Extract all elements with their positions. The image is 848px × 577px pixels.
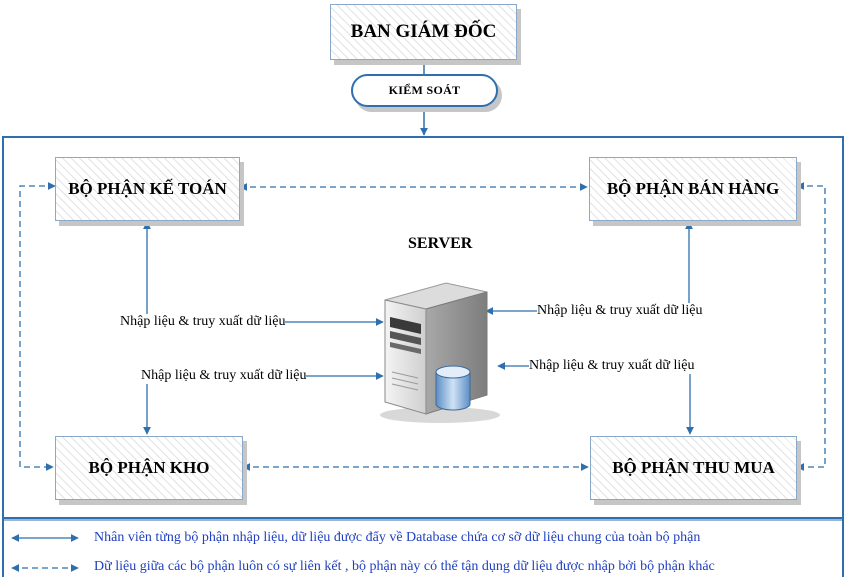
- board-of-directors-box: BAN GIÁM ĐỐC: [330, 4, 517, 60]
- dashed-link-sales-purchasing: [796, 182, 826, 471]
- control-pill: KIỂM SOÁT: [351, 74, 498, 107]
- dashed-link-accounting-warehouse: [19, 182, 56, 471]
- dept-purchasing-box: BỘ PHẬN THU MUA: [590, 436, 797, 500]
- dept-warehouse-box: BỘ PHẬN KHO: [55, 436, 243, 500]
- link-sales-server: [485, 221, 693, 315]
- server-icon: [380, 282, 500, 423]
- link-label-warehouse: Nhập liệu & truy xuất dữ liệu: [141, 368, 307, 384]
- legend-dashed-text: Dữ liệu giữa các bộ phận luôn có sự liên…: [94, 559, 715, 574]
- legend-frame: [2, 518, 844, 577]
- dept-accounting-box: BỘ PHẬN KẾ TOÁN: [55, 157, 240, 221]
- link-accounting-server: [143, 221, 384, 326]
- link-label-sales: Nhập liệu & truy xuất dữ liệu: [537, 303, 703, 319]
- link-label-purchasing: Nhập liệu & truy xuất dữ liệu: [529, 358, 695, 374]
- link-purchasing-server: [497, 362, 694, 435]
- dept-sales-box: BỘ PHẬN BÁN HÀNG: [589, 157, 797, 221]
- legend-solid-text: Nhân viên từng bộ phận nhập liệu, dữ liệ…: [94, 530, 701, 545]
- server-title: SERVER: [408, 235, 473, 252]
- link-label-accounting: Nhập liệu & truy xuất dữ liệu: [120, 314, 286, 330]
- main-frame: [2, 136, 844, 519]
- database-icon: [435, 365, 471, 411]
- link-warehouse-server: [143, 372, 384, 435]
